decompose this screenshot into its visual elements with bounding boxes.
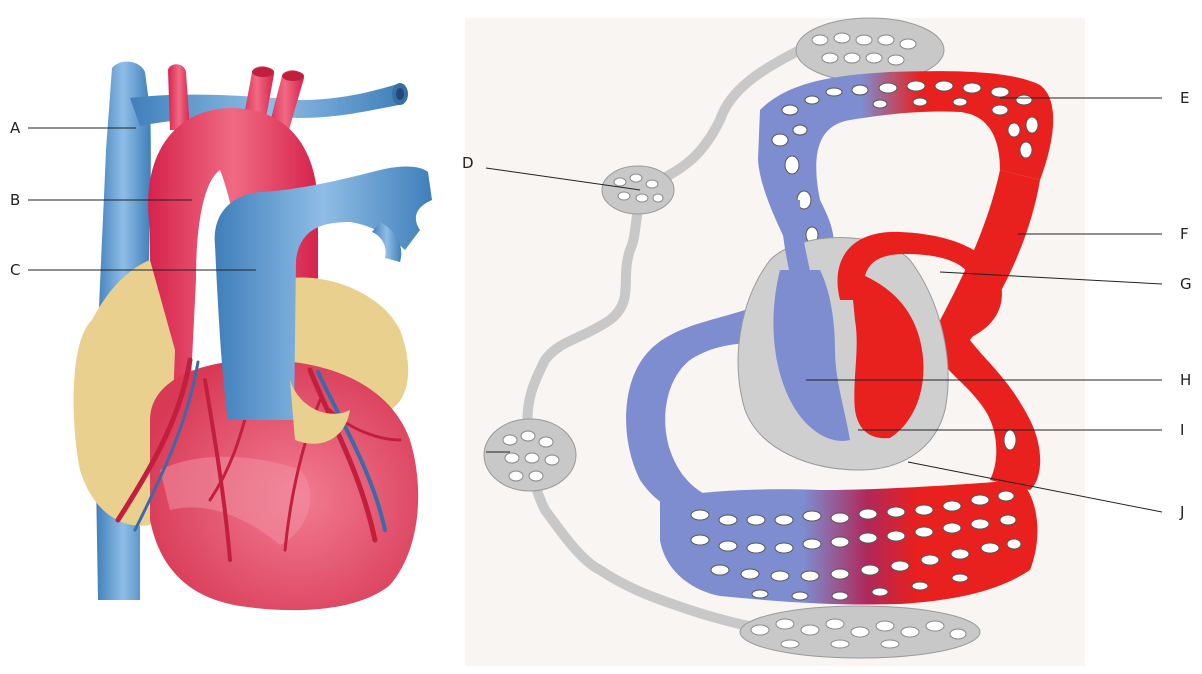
label-F: F <box>1180 225 1189 243</box>
anatomical-heart-illustration <box>74 62 432 611</box>
label-A: A <box>10 119 21 137</box>
label-D: D <box>462 154 474 172</box>
label-I: I <box>1180 421 1184 439</box>
label-J: J <box>1179 503 1184 521</box>
label-E: E <box>1180 89 1189 107</box>
circulation-schematic <box>465 18 1085 666</box>
label-G: G <box>1180 275 1192 293</box>
label-C: C <box>10 261 20 279</box>
label-H: H <box>1180 371 1191 389</box>
label-B: B <box>10 191 20 209</box>
